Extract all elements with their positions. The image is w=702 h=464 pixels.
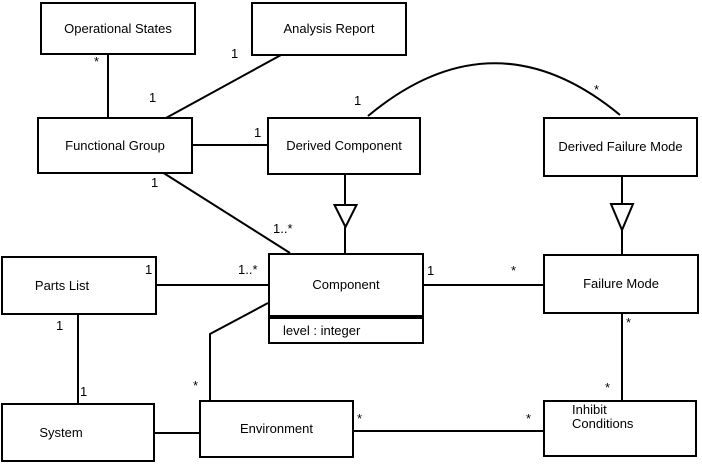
class-parts-list: Parts List — [1, 256, 157, 315]
class-name: Inhibit Conditions — [572, 402, 634, 431]
class-environment: Environment — [199, 400, 354, 458]
class-name: Analysis Report — [283, 21, 375, 36]
class-failure-mode: Failure Mode — [543, 254, 699, 314]
class-analysis-report: Analysis Report — [251, 2, 407, 56]
multiplicity-label: 1..* — [238, 262, 258, 277]
class-attribute: level : integer — [283, 322, 361, 338]
multiplicity-label: 1 — [151, 175, 159, 190]
multiplicity-label: * — [94, 54, 100, 69]
class-name: Derived Component — [286, 138, 402, 153]
multiplicity-label: 1 — [145, 262, 153, 277]
multiplicity-label: * — [357, 411, 363, 426]
multiplicity-label: * — [626, 315, 632, 330]
class-name: Operational States — [64, 20, 172, 36]
class-operational-states: Operational States — [40, 2, 196, 55]
multiplicity-label: * — [605, 380, 611, 395]
association-functional-group-component — [161, 171, 291, 254]
class-derived-component: Derived Component — [267, 117, 421, 175]
multiplicity-label: * — [193, 378, 199, 393]
class-name: Component — [312, 277, 380, 292]
multiplicity-label: * — [511, 263, 517, 278]
multiplicity-label: * — [594, 82, 600, 97]
class-derived-failure-mode: Derived Failure Mode — [543, 117, 698, 177]
class-name: Failure Mode — [583, 276, 659, 291]
class-name: Derived Failure Mode — [558, 139, 683, 154]
class-name: Functional Group — [65, 137, 165, 153]
class-name: System — [39, 424, 83, 440]
multiplicity-label: 1 — [354, 93, 362, 108]
association-derived-component-derived-failure-mode-arc — [367, 62, 621, 117]
class-component: Component — [268, 253, 424, 317]
multiplicity-label: 1 — [80, 384, 88, 399]
class-inhibit-conditions: Inhibit Conditions — [543, 400, 697, 457]
generalization-triangle-icon — [609, 203, 635, 233]
class-functional-group: Functional Group — [37, 117, 193, 174]
class-component-attributes: level : integer — [268, 317, 424, 344]
association-environment-component — [209, 302, 269, 400]
multiplicity-label: 1..* — [273, 221, 293, 236]
generalization-triangle-icon — [332, 204, 359, 230]
multiplicity-label: 1 — [254, 125, 262, 140]
class-name: Environment — [240, 421, 313, 436]
class-name: Parts List — [34, 277, 90, 293]
multiplicity-label: 1 — [56, 318, 64, 333]
multiplicity-label: * — [526, 411, 532, 426]
association-analysis-report-functional-group — [165, 54, 282, 119]
multiplicity-label: 1 — [231, 46, 239, 61]
multiplicity-label: 1 — [149, 90, 157, 105]
class-system: System — [1, 403, 155, 462]
multiplicity-label: 1 — [427, 263, 435, 278]
